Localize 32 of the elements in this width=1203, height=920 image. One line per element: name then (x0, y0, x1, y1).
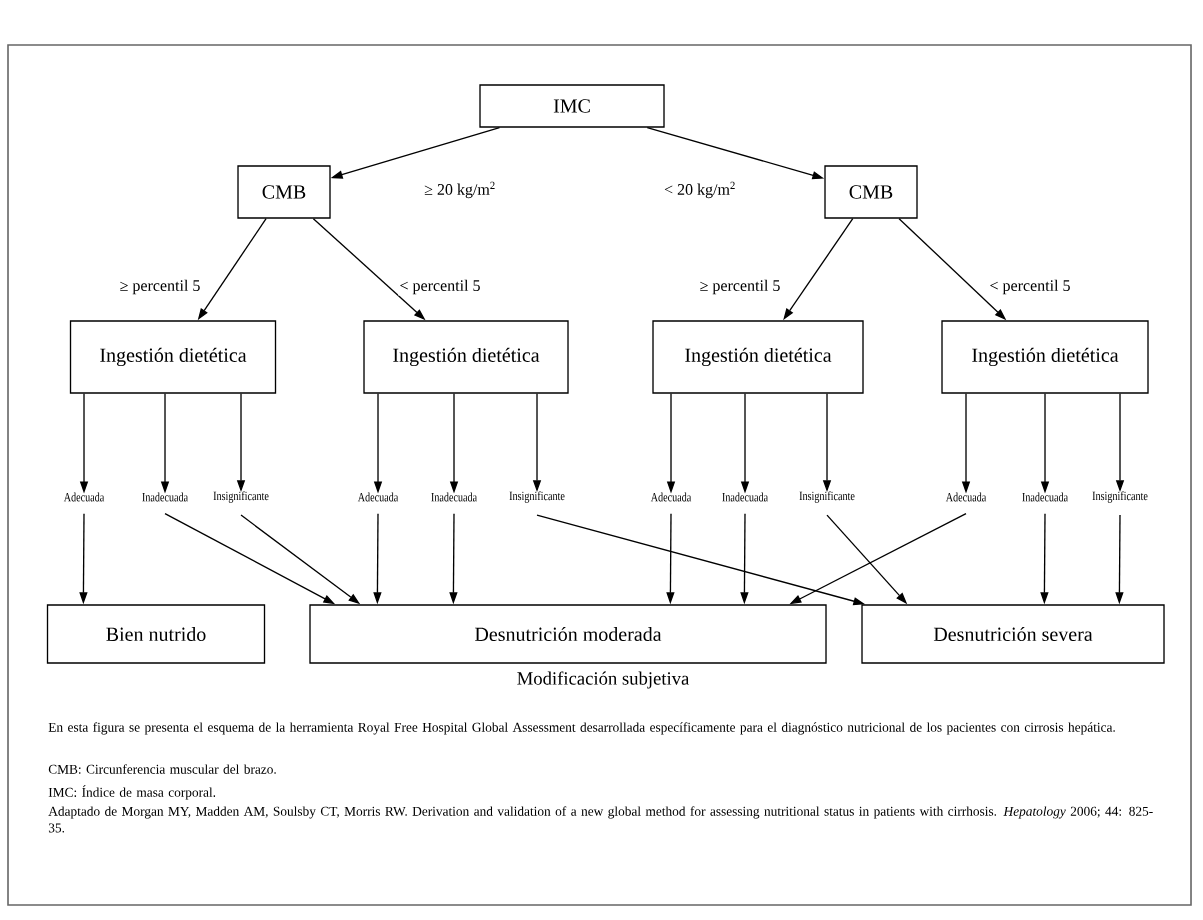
option-text: Insignificante (799, 491, 855, 503)
option-text: Adecuada (63, 492, 105, 502)
option-text: Inadecuada (722, 492, 768, 502)
option-text: Inadecuada (431, 492, 477, 502)
edge-label: ≥ percentil 5 (698, 278, 782, 296)
process-box: CMB (824, 165, 918, 219)
option-text: Adecuada (357, 492, 399, 502)
process-box: Desnutrición severa (861, 604, 1165, 664)
note: CMB: Circunferencia muscular del brazo. (48, 764, 276, 774)
process-box: Ingestión dietética (363, 320, 569, 394)
edge-label: ≥ percentil 5 (118, 278, 202, 296)
option-text: Insignificante (1092, 491, 1148, 503)
option-text: Inadecuada (1022, 492, 1068, 502)
edge-label: < percentil 5 (988, 278, 1072, 296)
edge-label: < 20 kg/m$^{2}$ (662, 180, 738, 200)
process-box: Ingestión dietética (69, 320, 277, 394)
note: IMC: Índice de masa corporal. (48, 785, 216, 800)
process-box: Ingestión dietética (941, 320, 1149, 394)
process-box: Bien nutrido (46, 604, 266, 664)
option-text: Inadecuada (142, 492, 188, 502)
caption: En esta figura se presenta el esquema de la herramienta Royal Free Hospital Global Assessment desarrollada específicamente para el diagnóstico nutricional de los pacientes con cirrosis hepática. (48, 722, 1115, 735)
option-text: Insignificante (213, 491, 269, 503)
note: Adaptado de Morgan MY, Madden AM, Soulsby CT, Morris RW. Derivation and validation of a new global method for assessing nutritional status in patients with cirrhosis. Hepatology 2006; 44: 825-35. (48, 806, 1153, 833)
option-text: Adecuada (945, 492, 987, 502)
edge-label: < percentil 5 (398, 278, 482, 296)
process-box: Ingestión dietética (652, 320, 864, 394)
process-box: Desnutrición moderada (309, 604, 827, 664)
process-box: IMC (479, 84, 665, 128)
option-text: Insignificante (509, 491, 565, 503)
edge-label: ≥ 20 kg/m$^{2}$ (422, 180, 498, 200)
option-text: Adecuada (650, 492, 692, 502)
process-box: CMB (237, 165, 331, 219)
